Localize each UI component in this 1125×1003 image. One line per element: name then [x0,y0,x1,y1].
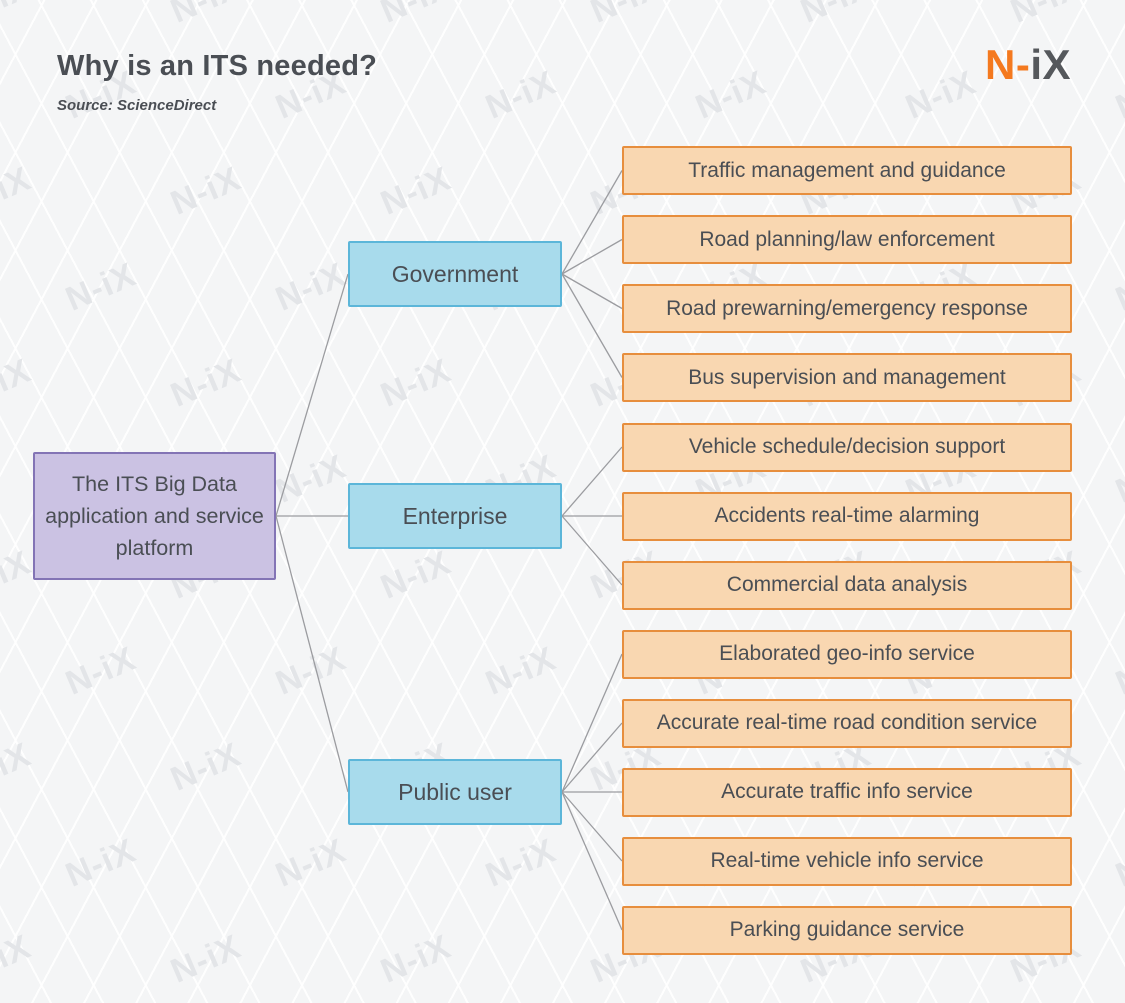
leaf-node: Vehicle schedule/decision support [622,422,1072,472]
leaf-node: Bus supervision and management [622,353,1072,402]
logo-orange-part: N- [984,41,1031,88]
root-node: The ITS Big Data application and service… [33,452,276,580]
leaf-node: Road planning/law enforcement [622,215,1072,264]
leaf-node: Traffic management and guidance [622,146,1072,195]
branch-node-public-user: Public user [348,759,562,825]
branch-node-government: Government [348,241,562,307]
leaf-node: Accurate real-time road condition servic… [622,698,1072,748]
leaf-node: Accurate traffic info service [622,767,1072,817]
leaf-node: Parking guidance service [622,905,1072,955]
leaf-node: Road prewarning/emergency response [622,284,1072,333]
source-caption: Source: ScienceDirect [57,97,217,114]
page-title: Why is an ITS needed? [57,50,378,82]
logo-gray-part: iX [1030,41,1071,88]
leaf-node: Real-time vehicle info service [622,836,1072,886]
branch-node-enterprise: Enterprise [348,483,562,549]
nix-logo: N-iX [985,44,1071,86]
leaf-node: Commercial data analysis [622,560,1072,610]
leaf-node: Accidents real-time alarming [622,491,1072,541]
leaf-node: Elaborated geo-info service [622,629,1072,679]
